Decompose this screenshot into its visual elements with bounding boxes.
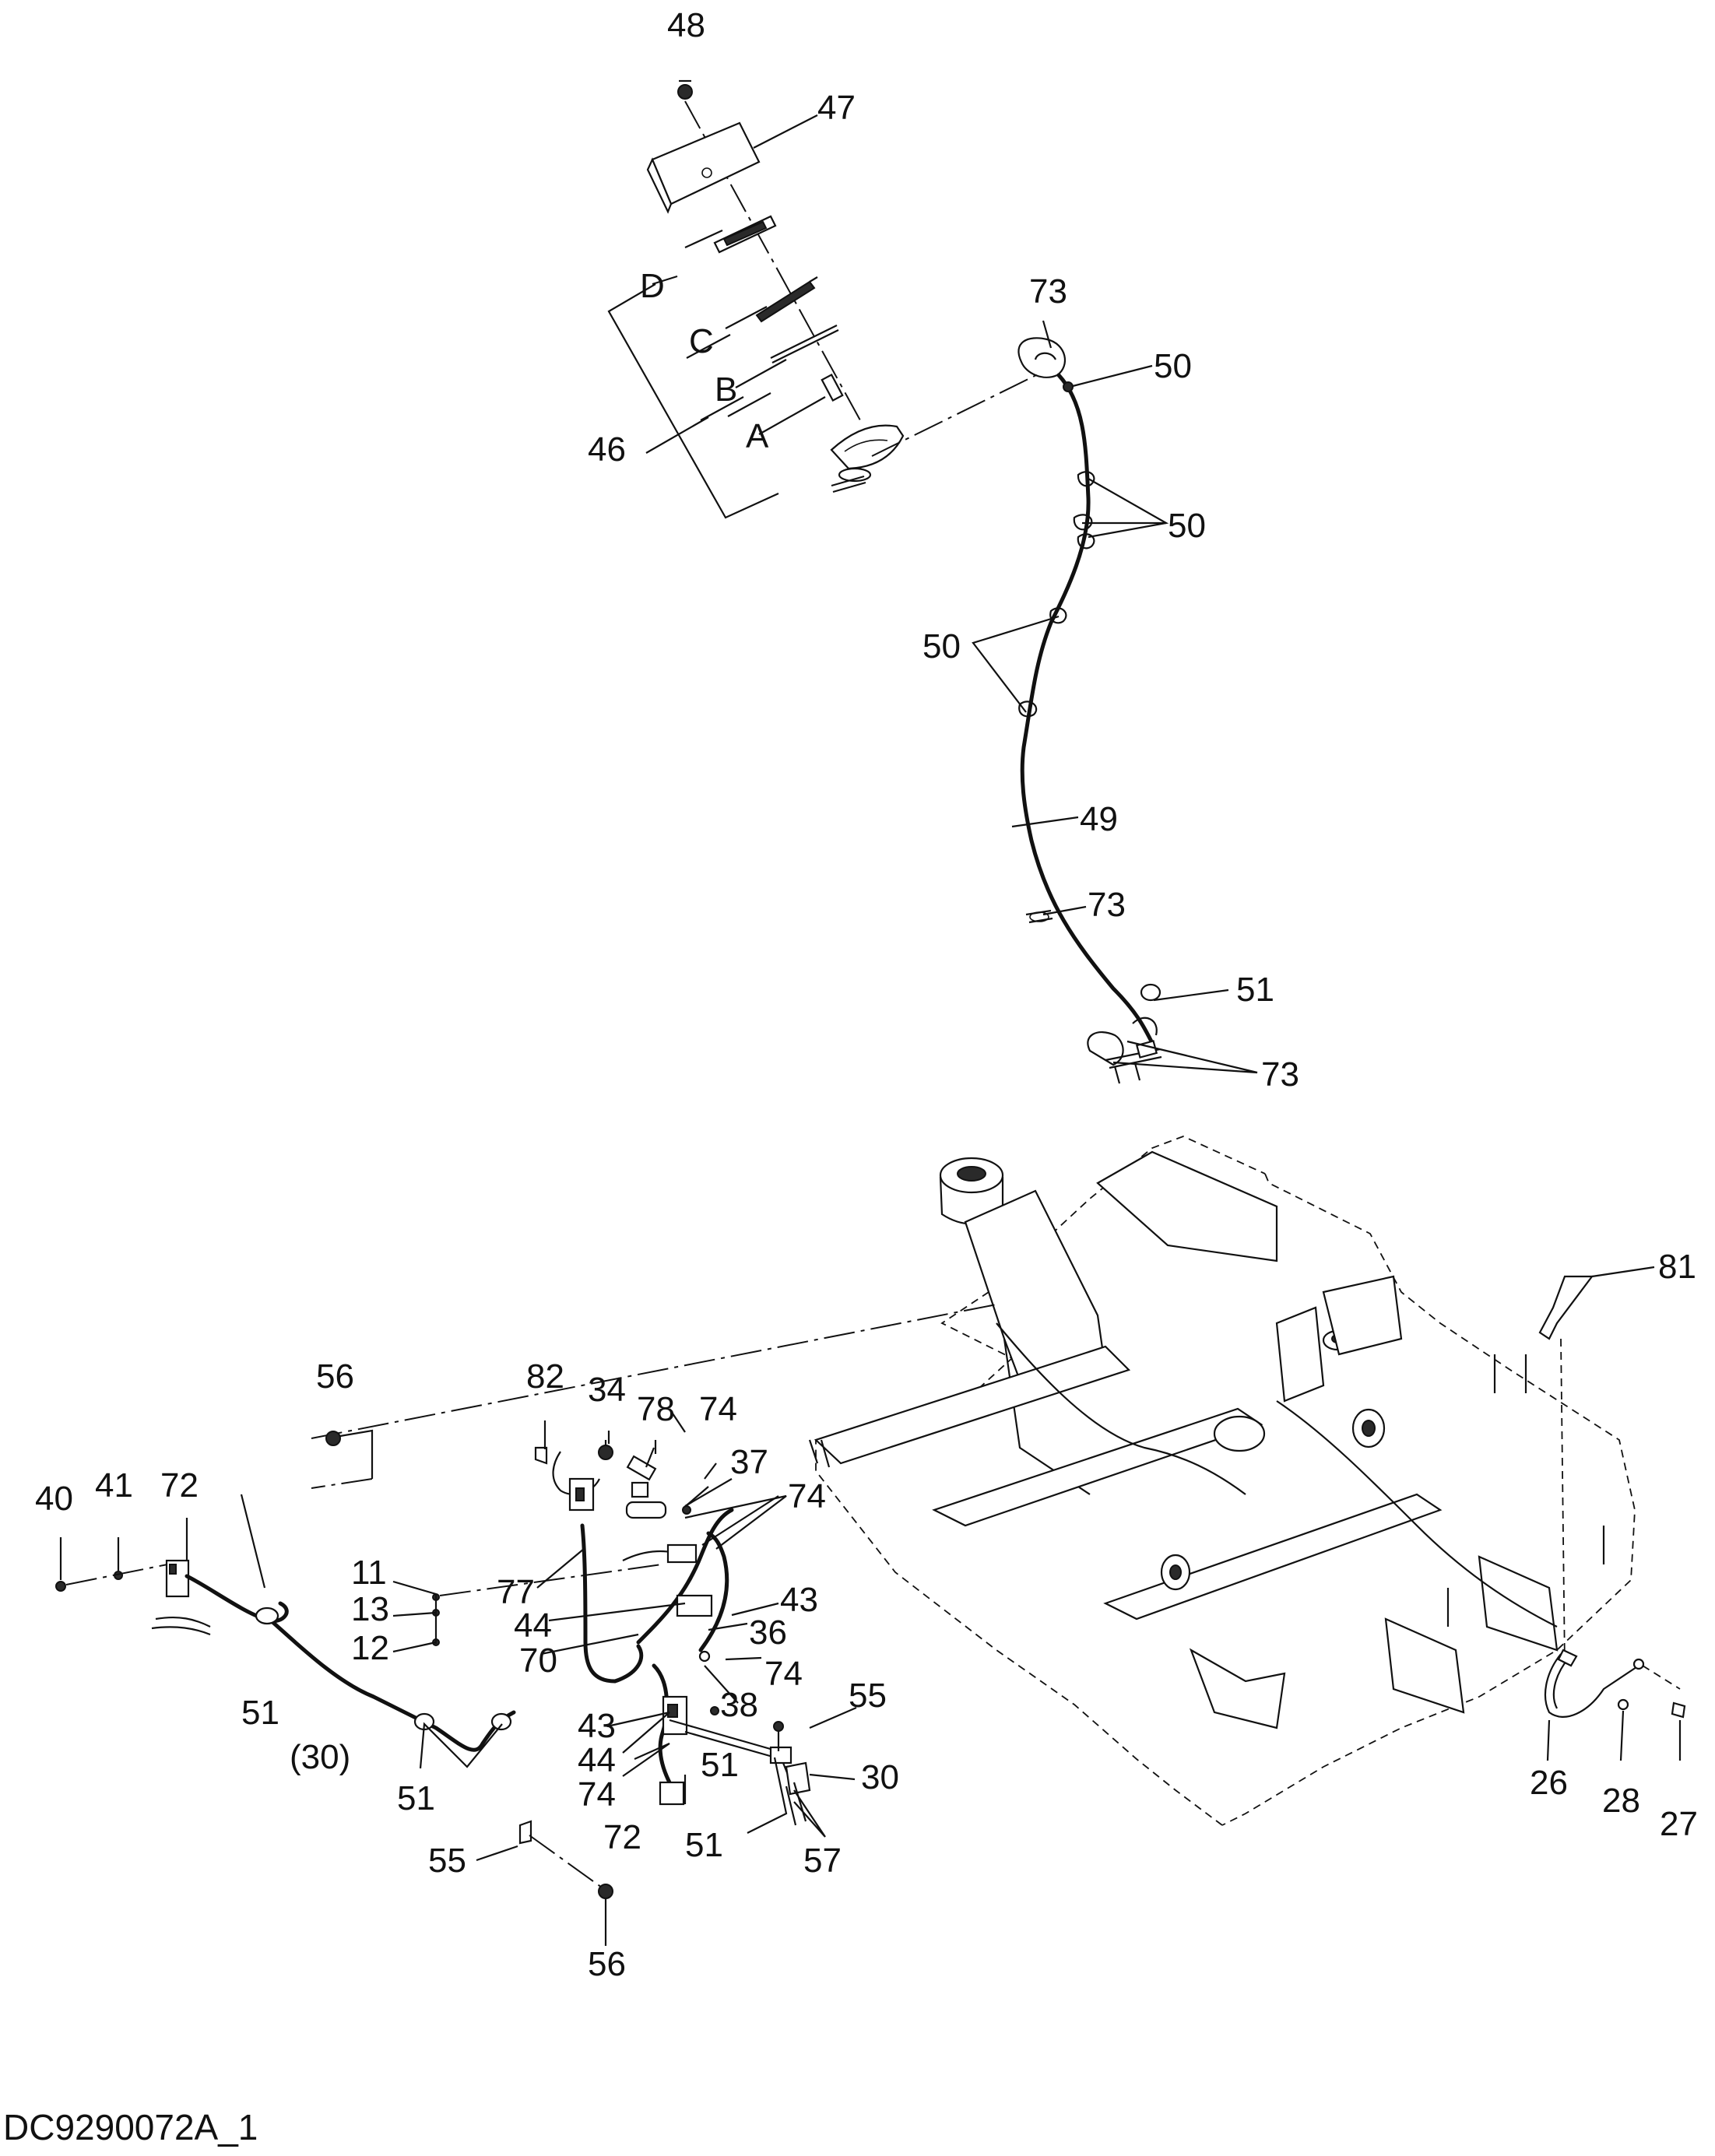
base-cup — [830, 424, 905, 493]
callout-26: 26 — [1530, 1764, 1568, 1802]
callout-B: B — [715, 370, 737, 409]
callout-49: 49 — [1080, 800, 1118, 838]
callout-55-top: 55 — [849, 1677, 887, 1715]
callout-51-left: 51 — [241, 1694, 279, 1732]
callout-51-bottom-right: 51 — [685, 1826, 723, 1864]
callout-41: 41 — [95, 1466, 133, 1505]
bolt-48 — [677, 79, 693, 100]
callout-44-bottom: 44 — [578, 1741, 616, 1779]
callout-56-top: 56 — [316, 1357, 354, 1396]
callout-70: 70 — [519, 1642, 557, 1680]
exploded-assembly-46 — [607, 79, 905, 519]
callout-48: 48 — [667, 6, 705, 44]
callout-74-mid: 74 — [764, 1655, 803, 1693]
callout-72-bottom: 72 — [603, 1818, 641, 1856]
callout-11: 11 — [351, 1554, 387, 1592]
callout-82: 82 — [526, 1357, 564, 1396]
callout-43-top: 43 — [780, 1581, 818, 1619]
callout-44-top: 44 — [514, 1606, 552, 1645]
callout-A: A — [746, 417, 769, 455]
callout-51-center: 51 — [701, 1746, 739, 1784]
cover-47 — [646, 121, 761, 214]
callout-28: 28 — [1602, 1782, 1640, 1820]
bracket-81 — [1538, 1266, 1655, 1666]
component-A — [821, 373, 844, 402]
callout-36: 36 — [749, 1613, 787, 1652]
callout-12: 12 — [351, 1629, 389, 1667]
component-B — [770, 325, 839, 363]
callout-46: 46 — [588, 430, 626, 469]
callout-30-paren: (30) — [290, 1738, 350, 1776]
component-C — [755, 276, 818, 323]
callout-labels: 48 47 D C B A 46 73 50 50 50 49 73 51 73… — [35, 6, 1698, 1983]
callout-27: 27 — [1660, 1805, 1698, 1843]
callout-D: D — [640, 267, 665, 305]
callout-34: 34 — [588, 1371, 626, 1409]
callout-56-bottom: 56 — [588, 1945, 626, 1983]
callout-57: 57 — [803, 1842, 842, 1880]
drawing-code: DC9290072A_1 — [3, 2107, 258, 2147]
callout-74-bottom: 74 — [578, 1775, 616, 1814]
callout-47: 47 — [817, 89, 856, 127]
callout-13: 13 — [351, 1590, 389, 1628]
callout-78: 78 — [637, 1390, 675, 1428]
callout-73-mid: 73 — [1088, 886, 1126, 924]
callout-38: 38 — [720, 1686, 758, 1724]
callout-55-bottom: 55 — [428, 1842, 466, 1880]
component-D — [713, 215, 777, 254]
callout-77: 77 — [497, 1573, 535, 1611]
callout-30: 30 — [861, 1758, 899, 1796]
lower-harness — [55, 1408, 857, 1946]
harness-cluster — [552, 1408, 811, 1826]
callout-50-mid: 50 — [1168, 507, 1206, 545]
callout-74-top: 74 — [699, 1390, 737, 1428]
cable-26-group — [1544, 1649, 1686, 1761]
callout-C: C — [689, 322, 714, 360]
cable-49 — [871, 320, 1258, 1084]
callout-51-bottom-left: 51 — [397, 1779, 435, 1817]
connector-72-left — [165, 1518, 190, 1598]
callout-72-left: 72 — [160, 1466, 199, 1505]
callout-50-left: 50 — [923, 627, 961, 665]
callout-74-right: 74 — [788, 1477, 826, 1515]
callout-73-top: 73 — [1029, 272, 1067, 311]
callout-73-bottom: 73 — [1261, 1055, 1299, 1094]
callout-40: 40 — [35, 1480, 73, 1518]
callout-81: 81 — [1658, 1248, 1696, 1286]
callout-43-bottom: 43 — [578, 1707, 616, 1745]
main-frame — [311, 1136, 1636, 1826]
callout-50-top: 50 — [1154, 347, 1192, 385]
callout-51-top: 51 — [1236, 971, 1274, 1009]
callout-37: 37 — [730, 1443, 768, 1481]
